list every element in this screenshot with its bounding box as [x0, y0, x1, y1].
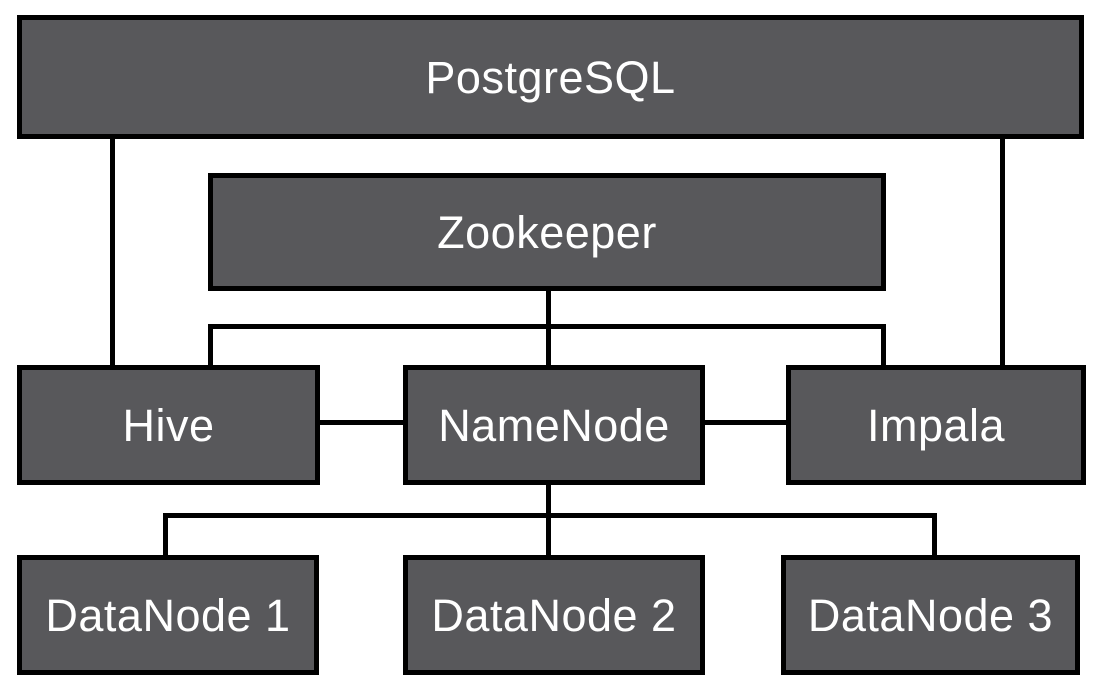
node-label-zookeeper: Zookeeper [437, 206, 657, 258]
node-datanode-2: DataNode 2 [403, 555, 705, 675]
connector-bus-to-datanode3-stub [932, 513, 937, 555]
node-label-impala: Impala [866, 399, 1006, 451]
connector-bus-to-impala-stub [881, 324, 886, 365]
node-datanode-1: DataNode 1 [17, 555, 319, 675]
connector-hive-namenode-horizontal [320, 420, 403, 425]
node-label-datanode-2: DataNode 2 [431, 589, 677, 641]
connector-bus-to-datanode1-stub [163, 513, 168, 555]
connector-datanode-bus-horizontal [163, 513, 937, 518]
node-postgresql: PostgreSQL [17, 15, 1084, 139]
node-hive: Hive [17, 365, 320, 485]
node-impala: Impala [786, 365, 1086, 485]
node-label-datanode-3: DataNode 3 [807, 589, 1054, 641]
connector-namenode-impala-horizontal [705, 420, 786, 425]
connector-postgresql-to-impala-vertical [1000, 139, 1005, 365]
connector-zookeeper-bus-horizontal [208, 324, 886, 329]
node-zookeeper: Zookeeper [208, 173, 886, 291]
node-label-postgresql: PostgreSQL [425, 51, 676, 103]
node-datanode-3: DataNode 3 [781, 555, 1080, 675]
connector-namenode-to-datanodes-vertical [546, 485, 551, 555]
connector-postgresql-to-hive-vertical [110, 139, 115, 365]
node-label-namenode: NameNode [438, 399, 670, 451]
connector-bus-to-hive-stub [208, 324, 213, 365]
node-label-hive: Hive [122, 399, 215, 451]
node-namenode: NameNode [403, 365, 705, 485]
node-label-datanode-1: DataNode 1 [45, 589, 291, 641]
